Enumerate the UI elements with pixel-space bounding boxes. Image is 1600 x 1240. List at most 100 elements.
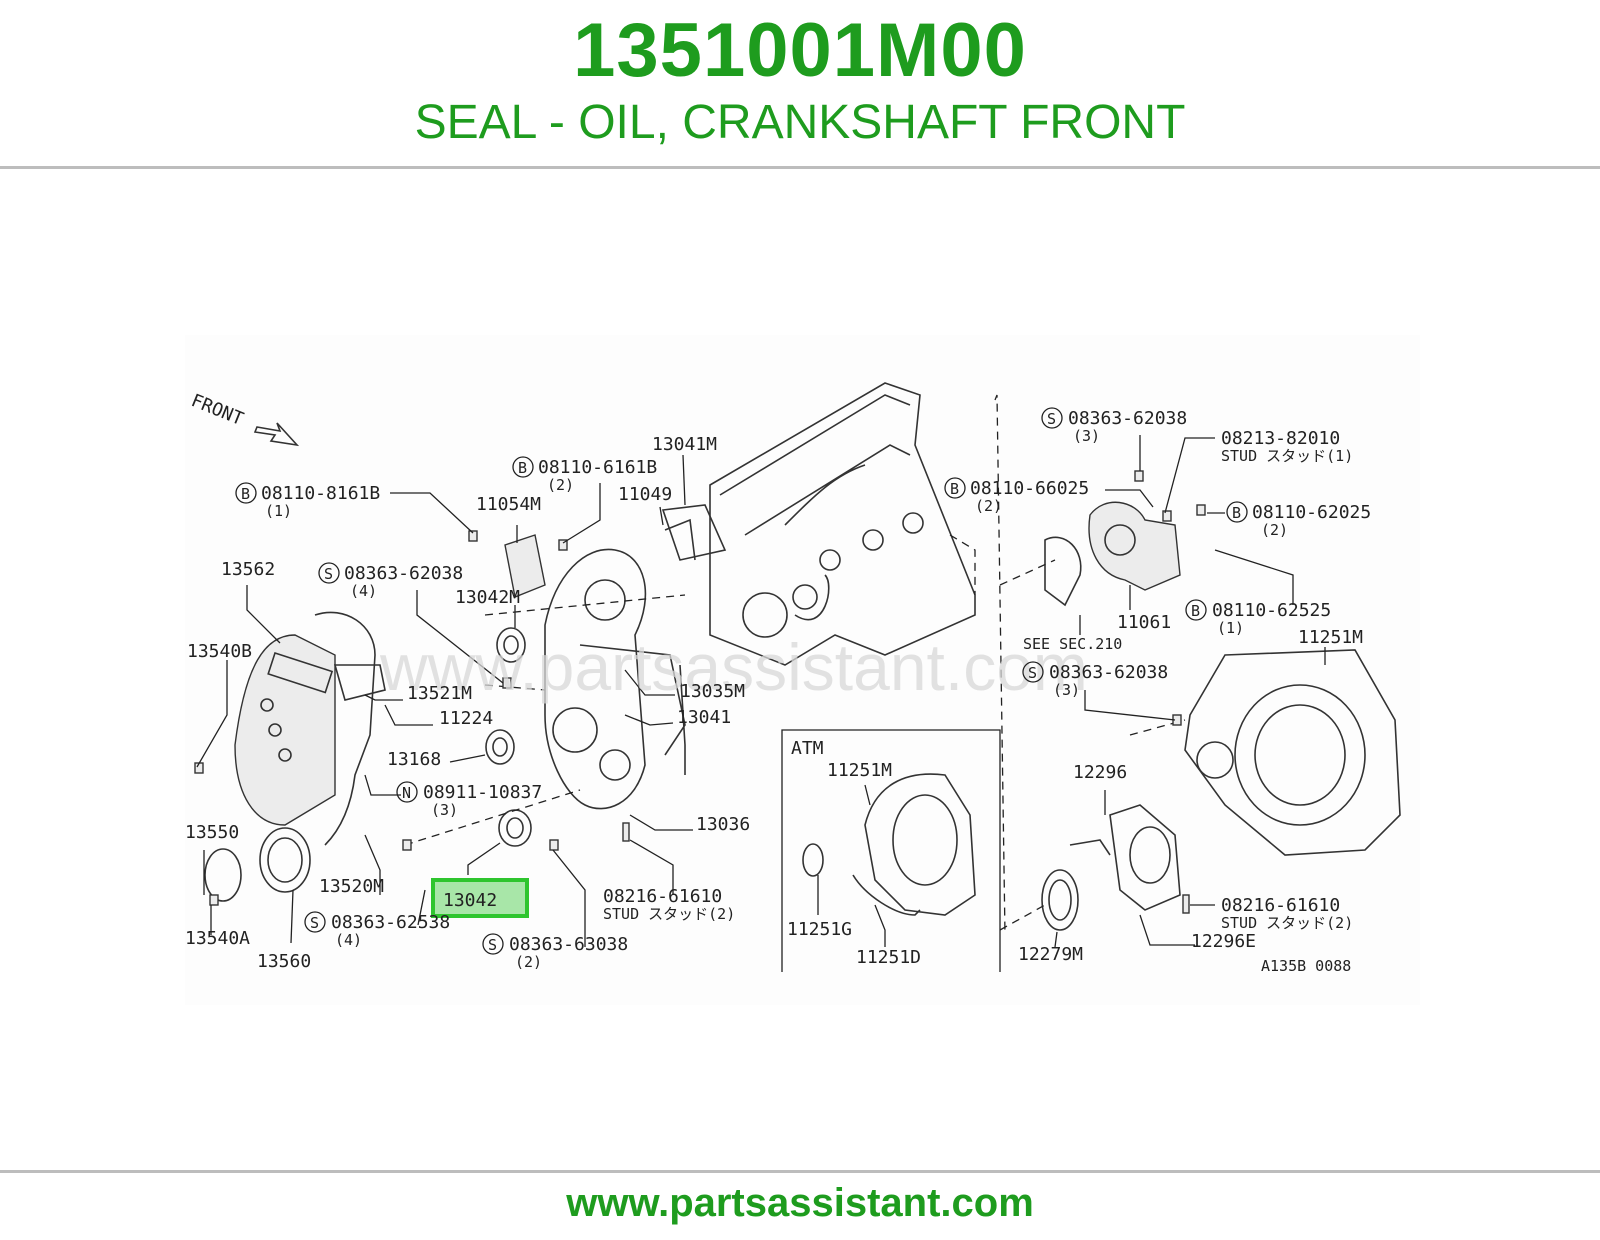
callout-quantity: (4) [350,582,377,600]
callout-part-number: 13041M [652,434,717,455]
bolt-prefix-icon [235,482,257,504]
callout-quantity: (3) [1053,681,1080,699]
watermark-text: www.partsassistant.com [379,630,1088,704]
atm-label: ATM [791,738,824,759]
callout-part-number: 13550 [185,822,239,843]
bolt-prefix-icon [1226,501,1248,523]
callout-stud-note: STUD スタッド(1) [1221,447,1353,465]
highlighted-part-box[interactable] [431,878,529,918]
callout-part-number: 08110-8161B [261,483,380,504]
callout-part-number: 13168 [387,749,441,770]
callout-part-number: 08363-62038 [1049,662,1168,683]
callout-prefix: B [1232,504,1241,522]
rear-plate-drawing [1184,649,1401,856]
timing-cover-drawing [544,504,727,810]
callout-part-number: 11251M [1298,627,1363,648]
callout-part-number: 08216-61610 [603,886,722,907]
parts-exploded-diagram: FRONT [185,335,1420,1005]
callout-prefix: N [402,784,411,802]
callout-part-number: 08911-10837 [423,782,542,803]
callout-part-number: 13562 [221,559,275,580]
footer-url-link[interactable]: www.partsassistant.com [566,1181,1034,1225]
footer-divider [0,1170,1600,1173]
callout-prefix: S [488,936,497,954]
header-divider [0,166,1600,169]
engine-block-drawing [709,382,976,666]
callout-prefix: S [324,565,333,583]
water-pump-drawing [1044,501,1181,607]
callout-part-number: 11049 [618,484,672,505]
callout-part-number: 13035M [680,681,745,702]
callout-part-number: 08110-62025 [1252,502,1371,523]
screw-prefix-icon [1022,661,1044,683]
callout-part-number: 13521M [407,683,472,704]
nut-prefix-icon [396,781,418,803]
bolt-prefix-icon [944,477,966,499]
callout-part-number: 11251D [856,947,921,968]
callout-part-number: 08110-62525 [1212,600,1331,621]
bolt-prefix-icon [1185,599,1207,621]
callout-quantity: (2) [515,953,542,971]
callout-quantity: (1) [265,502,292,520]
callout-part-number: 13520M [319,876,384,897]
callout-quantity: (4) [335,931,362,949]
callout-prefix: B [1191,602,1200,620]
callout-quantity: (2) [1261,521,1288,539]
front-arrow-icon [253,422,300,447]
drawing-code: A135B 0088 [1261,957,1351,975]
callout-quantity: (2) [975,497,1002,515]
callout-prefix: B [518,459,527,477]
callout-quantity: (2) [547,476,574,494]
highlighted-part-label[interactable]: 13042 [443,890,497,911]
callout-quantity: (3) [1073,427,1100,445]
callout-part-number: 08110-66025 [970,478,1089,499]
callout-part-number: 12279M [1018,944,1083,965]
callout-part-number: 13036 [696,814,750,835]
callout-part-number: 11224 [439,708,493,729]
screw-prefix-icon [1041,407,1063,429]
callout-part-number: 11251M [827,760,892,781]
callout-quantity: (3) [431,801,458,819]
callout-labels: B 08110-8161B (1) B 08110-6161B (2) 1105… [185,407,1371,975]
callout-prefix: B [241,485,250,503]
part-description: SEAL - OIL, CRANKSHAFT FRONT [414,96,1186,149]
outer-timing-cover-drawing [204,611,386,902]
screw-prefix-icon [318,562,340,584]
callout-prefix: B [950,480,959,498]
callout-quantity: (1) [1217,619,1244,637]
part-number-title: 1351001M00 [573,8,1027,93]
callout-prefix: S [1028,664,1037,682]
callout-part-number: 08363-62538 [331,912,450,933]
callout-part-number: 08363-63038 [509,934,628,955]
callout-prefix: S [310,914,319,932]
callout-stud-note: STUD スタッド(2) [603,905,735,923]
bracket-drawing [504,534,546,598]
callout-part-number: 11054M [476,494,541,515]
callout-part-number: 11251G [787,919,852,940]
callout-part-number: 08110-6161B [538,457,657,478]
callout-leader-lines [196,435,1326,948]
see-section-note: SEE SEC.210 [1023,635,1122,653]
callout-part-number: 08213-82010 [1221,428,1340,449]
screw-prefix-icon [482,933,504,955]
callout-part-number: 08216-61610 [1221,895,1340,916]
callout-part-number: 11061 [1117,612,1171,633]
dashed-guide-lines [404,394,1186,936]
callout-prefix: S [1047,410,1056,428]
callout-part-number: 13540A [185,928,250,949]
callout-stud-note: STUD スタッド(2) [1221,914,1353,932]
bolt-icons [194,470,1206,914]
callout-part-number: 08363-62038 [344,563,463,584]
callout-part-number: 13042M [455,587,520,608]
callout-part-number: 08363-62038 [1068,408,1187,429]
page-header: 1351001M00 SEAL - OIL, CRANKSHAFT FRONT [0,0,1600,166]
callout-part-number: 12296 [1073,762,1127,783]
atm-inset: ATM [781,729,1001,972]
screw-prefix-icon [304,911,326,933]
bolt-prefix-icon [512,456,534,478]
callout-part-number: 13540B [187,641,252,662]
callout-part-number: 12296E [1191,931,1256,952]
diagram-background [185,335,1420,1005]
callout-part-number: 13560 [257,951,311,972]
callout-part-number: 13041 [677,707,731,728]
